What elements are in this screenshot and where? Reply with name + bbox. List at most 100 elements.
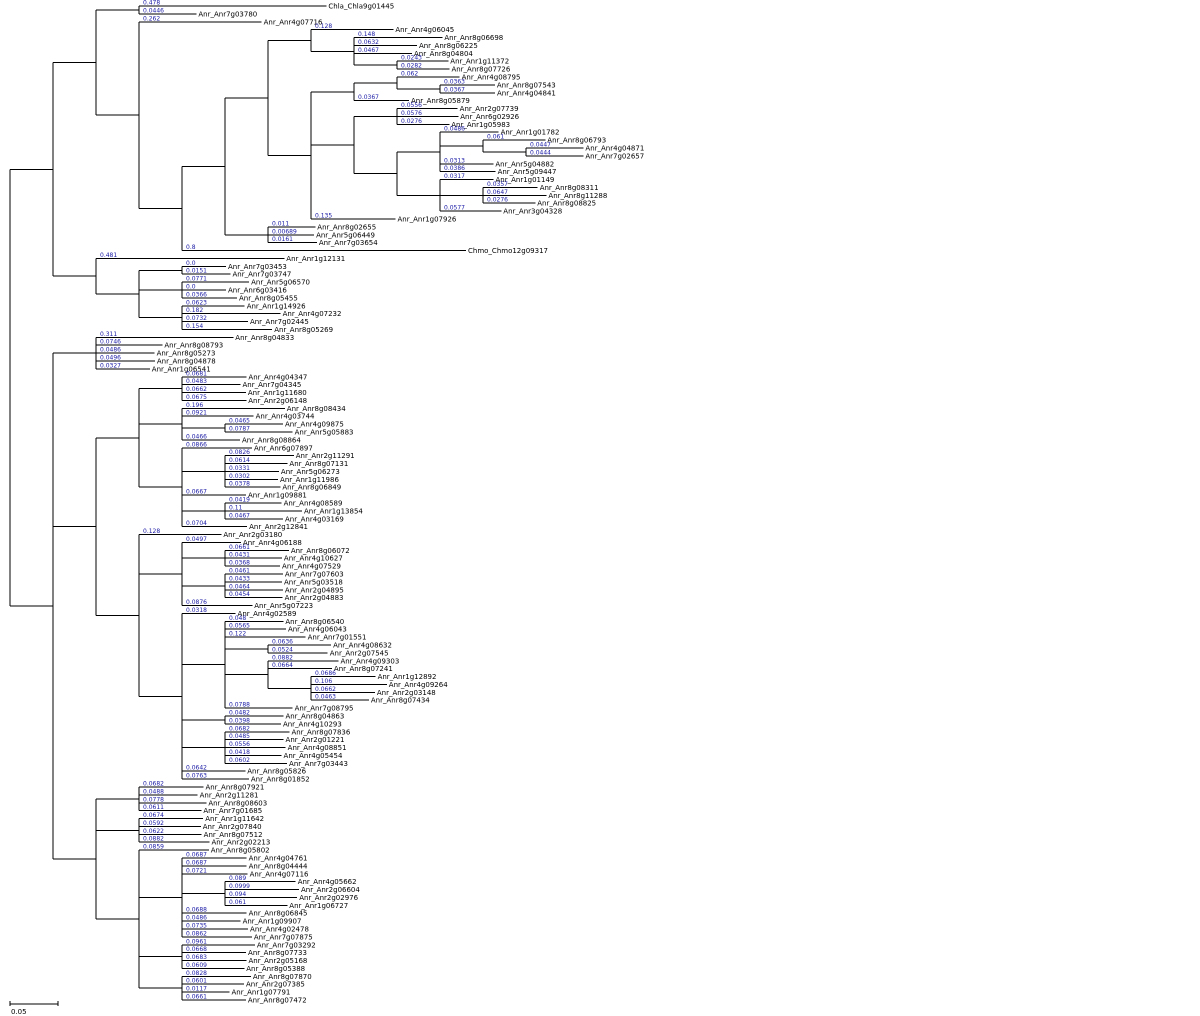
tip-label: Anr_Anr1g11642: [205, 815, 264, 823]
branch-length-label: 0.0667: [186, 489, 207, 496]
tip-label: Anr_Anr1g07791: [232, 989, 291, 997]
tip-label: Anr_Anr1g05983: [451, 121, 510, 129]
tip-label: Anr_Anr5g09447: [498, 168, 557, 176]
branch-length-label: 0.0788: [229, 702, 250, 709]
tip-label: Anr_Anr1g01782: [501, 129, 560, 137]
tip-label: Anr_Anr7g04345: [242, 381, 301, 389]
branch-length-label: 0.0419: [229, 497, 250, 504]
branch-length-label: 0.0466: [186, 433, 207, 440]
branch-length-label: 0.311: [100, 331, 117, 338]
tip-label: Anr_Anr7g08795: [295, 705, 354, 713]
branch-length-label: 0.0467: [358, 47, 379, 54]
branch-length-label: 0.0313: [444, 157, 465, 164]
branch-length-label: 0.0611: [143, 804, 164, 811]
tip-label: Anr_Anr5g06273: [281, 468, 340, 476]
branch-length-label: 0.0577: [444, 205, 465, 212]
branch-length-label: 0.0463: [315, 694, 336, 701]
tip-label: Anr_Anr2g01221: [286, 736, 345, 744]
tip-label: Anr_Anr1g06727: [289, 902, 348, 910]
tip-label: Anr_Anr4g03744: [256, 413, 315, 421]
tip-label: Anr_Anr8g04863: [285, 713, 344, 721]
tip-label: Anr_Anr8g06698: [444, 34, 503, 42]
tip-label: Anr_Anr4g04871: [585, 145, 644, 153]
branch-length-label: 0.481: [100, 252, 117, 259]
branch-length-label: 0.106: [315, 678, 332, 685]
branch-length-label: 0.0433: [229, 575, 250, 582]
tip-label: Anr_Anr4g07116: [250, 870, 309, 878]
branch-length-label: 0.0357: [487, 181, 508, 188]
branch-length-label: 0.0614: [229, 457, 250, 464]
branch-length-label: 0.0882: [272, 654, 293, 661]
branch-length-label: 0.8: [186, 244, 196, 251]
branch-length-label: 0.0961: [186, 938, 207, 945]
tip-label: Anr_Anr5g07223: [254, 602, 313, 610]
branch-length-label: 0.048: [229, 615, 246, 622]
tip-label: Anr_Anr8g05802: [211, 847, 270, 855]
tip-label: Anr_Anr4g09303: [340, 657, 399, 665]
tip-label: Anr_Anr8g07434: [371, 697, 430, 705]
tip-label: Anr_Anr8g07921: [205, 784, 264, 792]
tip-label: Anr_Anr4g04841: [497, 89, 556, 97]
tip-label: Anr_Anr8g07241: [334, 665, 393, 673]
branch-length-label: 0.0674: [143, 812, 164, 819]
branch-length-label: 0.061: [229, 899, 246, 906]
tip-label: Anr_Anr2g04883: [285, 594, 344, 602]
branch-length-label: 0.0151: [186, 268, 207, 275]
branch-length-label: 0.0302: [229, 473, 250, 480]
branch-length-label: 0.148: [358, 31, 375, 38]
tip-label: Anr_Anr8g06225: [419, 42, 478, 50]
tip-label: Anr_Anr4g09264: [389, 681, 448, 689]
branch-length-label: 0.0662: [186, 386, 207, 393]
branch-length-label: 0.0331: [229, 465, 250, 472]
branch-length-label: 0.0661: [229, 544, 250, 551]
branch-length-label: 0.0642: [186, 765, 207, 772]
tip-label: Anr_Anr8g08864: [242, 436, 301, 444]
branch-length-label: 0.135: [315, 213, 332, 220]
tip-label: Chmo_Chmo12g09317: [468, 247, 548, 255]
tip-label: Anr_Anr8g05273: [157, 350, 216, 358]
tip-label: Anr_Anr4g03169: [285, 515, 344, 523]
tip-label: Anr_Anr8g11288: [548, 192, 607, 200]
tip-label: Anr_Anr2g06148: [248, 397, 307, 405]
tip-label: Anr_Anr4g07716: [264, 18, 323, 26]
tip-label: Anr_Anr2g07545: [330, 649, 389, 657]
branch-length-label: 0.0681: [186, 370, 207, 377]
branch-length-label: 0.0636: [272, 639, 293, 646]
tip-label: Anr_Anr1g09907: [243, 918, 302, 926]
tip-label: Anr_Anr8g04878: [157, 358, 216, 366]
branch-length-label: 0.0622: [143, 828, 164, 835]
branch-length-label: 0.0675: [186, 394, 207, 401]
branch-length-label: 0.0366: [186, 291, 207, 298]
branch-length-label: 0.0601: [186, 978, 207, 985]
branch-length-label: 0.0565: [229, 623, 250, 630]
tip-label: Anr_Anr1g11680: [248, 389, 307, 397]
tip-label: Anr_Anr8g08311: [540, 184, 599, 192]
branch-length-label: 0.0556: [229, 741, 250, 748]
tip-label: Anr_Anr8g05826: [247, 768, 306, 776]
branch-length-label: 0.094: [229, 891, 246, 898]
branch-length-label: 0.0454: [229, 591, 250, 598]
branch-length-label: 0.0461: [229, 568, 250, 575]
branch-length-label: 0.0662: [315, 686, 336, 693]
branch-length-label: 0.0876: [186, 599, 207, 606]
tip-label: Anr_Anr4g07232: [283, 310, 342, 318]
tip-label: Anr_Anr8g07733: [248, 949, 307, 957]
branch-length-label: 0.0556: [401, 102, 422, 109]
branch-length-label: 0.0771: [186, 276, 207, 283]
tip-label: Anr_Anr2g12841: [249, 523, 308, 531]
tip-label: Anr_Anr4g10293: [283, 720, 342, 728]
tip-label: Anr_Anr7g03443: [289, 760, 348, 768]
branch-length-label: 0.0488: [143, 788, 164, 795]
tip-label: Anr_Anr4g08851: [288, 744, 347, 752]
branch-length-label: 0.262: [143, 15, 160, 22]
tip-label: Anr_Anr8g06540: [285, 618, 344, 626]
branch-length-label: 0.0687: [186, 852, 207, 859]
tip-label: Anr_Anr2g03180: [223, 531, 282, 539]
tip-label: Anr_Anr4g09875: [285, 421, 344, 429]
branch-length-label: 0.089: [229, 875, 246, 882]
tip-label: Anr_Anr7g02445: [250, 318, 309, 326]
tip-label: Anr_Anr4g04347: [248, 373, 307, 381]
tip-label: Anr_Anr8g01852: [251, 776, 310, 784]
